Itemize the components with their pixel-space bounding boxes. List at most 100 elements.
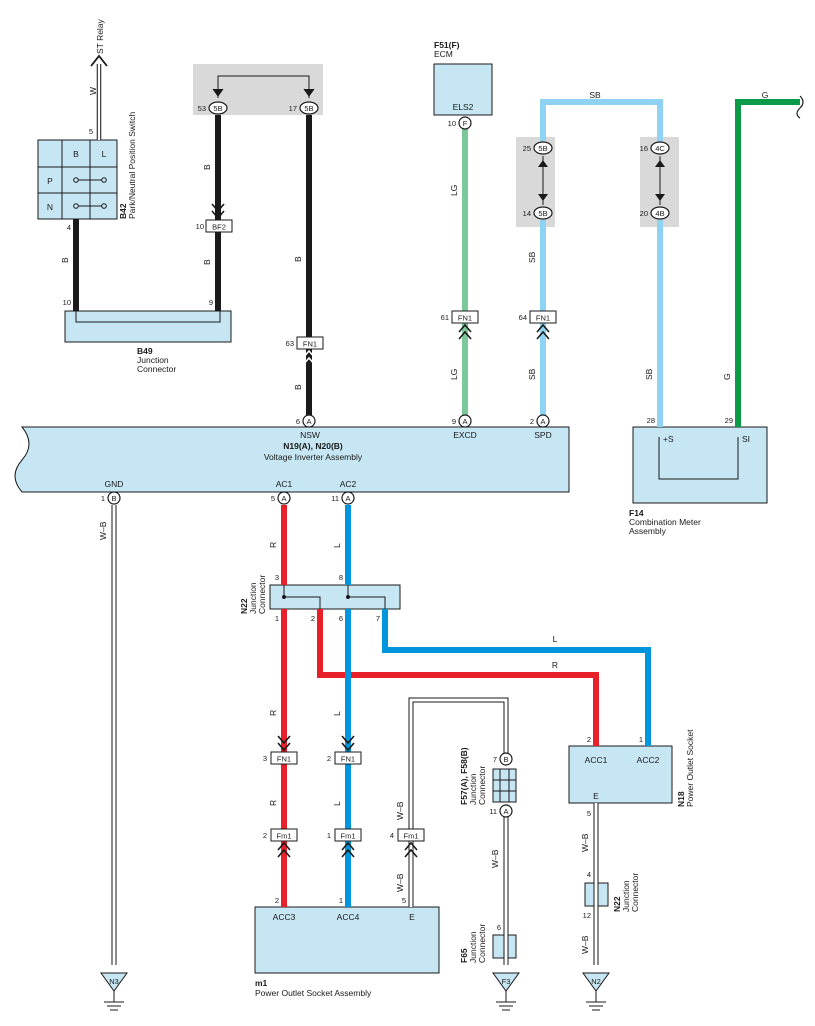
connector-chevron: [458, 323, 472, 340]
pin-number: 1: [275, 614, 279, 623]
svg-text:A: A: [345, 494, 350, 503]
n22-name1: Junction: [248, 582, 258, 614]
f65-code: F65: [459, 948, 469, 963]
switch-cell-n: N: [47, 202, 53, 212]
terminal-si: SI: [742, 434, 750, 444]
n22-internal-link: [347, 585, 386, 609]
pin-number: 7: [376, 614, 380, 623]
wire-color-label: SB: [527, 368, 537, 380]
pin-number: 5: [402, 896, 406, 905]
switch-cell-l: L: [102, 149, 107, 159]
wire-color-label: B: [202, 259, 212, 265]
splice-dot: [346, 595, 350, 599]
connector-fn1: [451, 310, 479, 324]
pin-number: 16: [640, 144, 648, 153]
power-outlet-socket-n18-body: [568, 745, 673, 804]
connector-bf2: [205, 219, 233, 233]
junction-connector-b49-body: [64, 310, 232, 343]
connector-fn1: [270, 751, 298, 765]
wire-color-label: R: [268, 710, 278, 716]
pin-number: 29: [725, 416, 733, 425]
pin-number: 3: [263, 754, 267, 763]
pin-number: 2: [327, 754, 331, 763]
pin-b: B: [107, 491, 121, 505]
connector-fn1: [334, 751, 362, 765]
svg-text:5B: 5B: [538, 144, 547, 153]
wire-color-label: SB: [527, 251, 537, 263]
f14-code: F14: [629, 508, 644, 518]
connector-chevron: [277, 735, 291, 752]
pin-number: 10: [63, 298, 71, 307]
pin-4b: 4B: [650, 206, 670, 220]
wire-color-label: W–B: [395, 873, 405, 892]
wire-color-label: W–B: [490, 849, 500, 868]
connector-fn1-label: FN1: [536, 314, 550, 323]
pin-number: 3: [275, 573, 279, 582]
pin-5b: 5B: [208, 101, 228, 115]
pin-number: 5: [89, 127, 93, 136]
pin-number: 10: [196, 222, 204, 231]
voltage-inverter-assembly-body: [14, 426, 570, 493]
f57-code: F57(A), F58(B): [459, 747, 469, 805]
wire-color-label: B: [293, 256, 303, 262]
connector-chevron: [536, 323, 550, 340]
f57-name2: Connector: [477, 766, 487, 805]
pin-number: 17: [289, 104, 297, 113]
connector-fn1-label: FN1: [341, 755, 355, 764]
connector-bf2-label: BF2: [212, 223, 226, 232]
wire-wb: [409, 698, 508, 907]
n18-code: N18: [676, 791, 686, 807]
wire-color-label: R: [268, 542, 278, 548]
pin-5b: 5B: [299, 101, 319, 115]
wire-break: [796, 95, 804, 119]
ground-n2: N2: [582, 972, 610, 1011]
pin-number: 10: [448, 119, 456, 128]
wire-color-label: B: [202, 164, 212, 170]
pin-number: 11: [489, 807, 497, 816]
ecm-terminal-els2: ELS2: [453, 102, 474, 112]
wire-l: [382, 609, 651, 746]
connector-chevron: [277, 841, 291, 858]
pin-number: 4: [67, 223, 71, 232]
pin-b: B: [499, 752, 513, 766]
pin-number: 1: [639, 735, 643, 744]
pin-number: 1: [101, 494, 105, 503]
connector-fm1-label: Fm1: [341, 832, 356, 841]
junction-connector-f57-body: [492, 768, 517, 803]
n22-lower-name2: Connector: [630, 873, 640, 912]
connector-fm1-label: Fm1: [277, 832, 292, 841]
connector-fn1: [529, 310, 557, 324]
pin-number: 5: [587, 809, 591, 818]
f65-name1: Junction: [468, 931, 478, 963]
svg-text:B: B: [503, 755, 508, 764]
b42-code: B42: [118, 203, 128, 219]
pin-number: 9: [452, 417, 456, 426]
terminal-spd: SPD: [534, 430, 551, 440]
n18-name: Power Outlet Socket: [685, 729, 695, 807]
svg-text:B: B: [111, 494, 116, 503]
wire-color-label: W–B: [98, 521, 108, 540]
st-relay-label: ST Relay: [95, 18, 105, 54]
pin-number: 2: [587, 735, 591, 744]
svg-text:4B: 4B: [655, 209, 664, 218]
m1-code: m1: [255, 978, 268, 988]
svg-text:A: A: [503, 807, 508, 816]
connector-chevron: [404, 841, 418, 858]
pin-number: 2: [275, 896, 279, 905]
f14-name1: Combination Meter: [629, 517, 701, 527]
pin-number: 9: [209, 298, 213, 307]
connector-fn1-label: FN1: [277, 755, 291, 764]
wire-color-label: LG: [449, 369, 459, 380]
connector-fm1: [397, 828, 425, 842]
connector-fm1: [270, 828, 298, 842]
switch-cell-p: P: [47, 176, 53, 186]
ground-n3: N3: [100, 972, 128, 1011]
wire-color-label: L: [332, 711, 342, 716]
f51-code: F51(F): [434, 40, 460, 50]
pin-a: A: [499, 804, 513, 818]
park-neutral-switch-body: [37, 139, 118, 220]
pin-number: 1: [327, 831, 331, 840]
n22-lower-name1: Junction: [621, 880, 631, 912]
terminal-excd: EXCD: [453, 430, 477, 440]
